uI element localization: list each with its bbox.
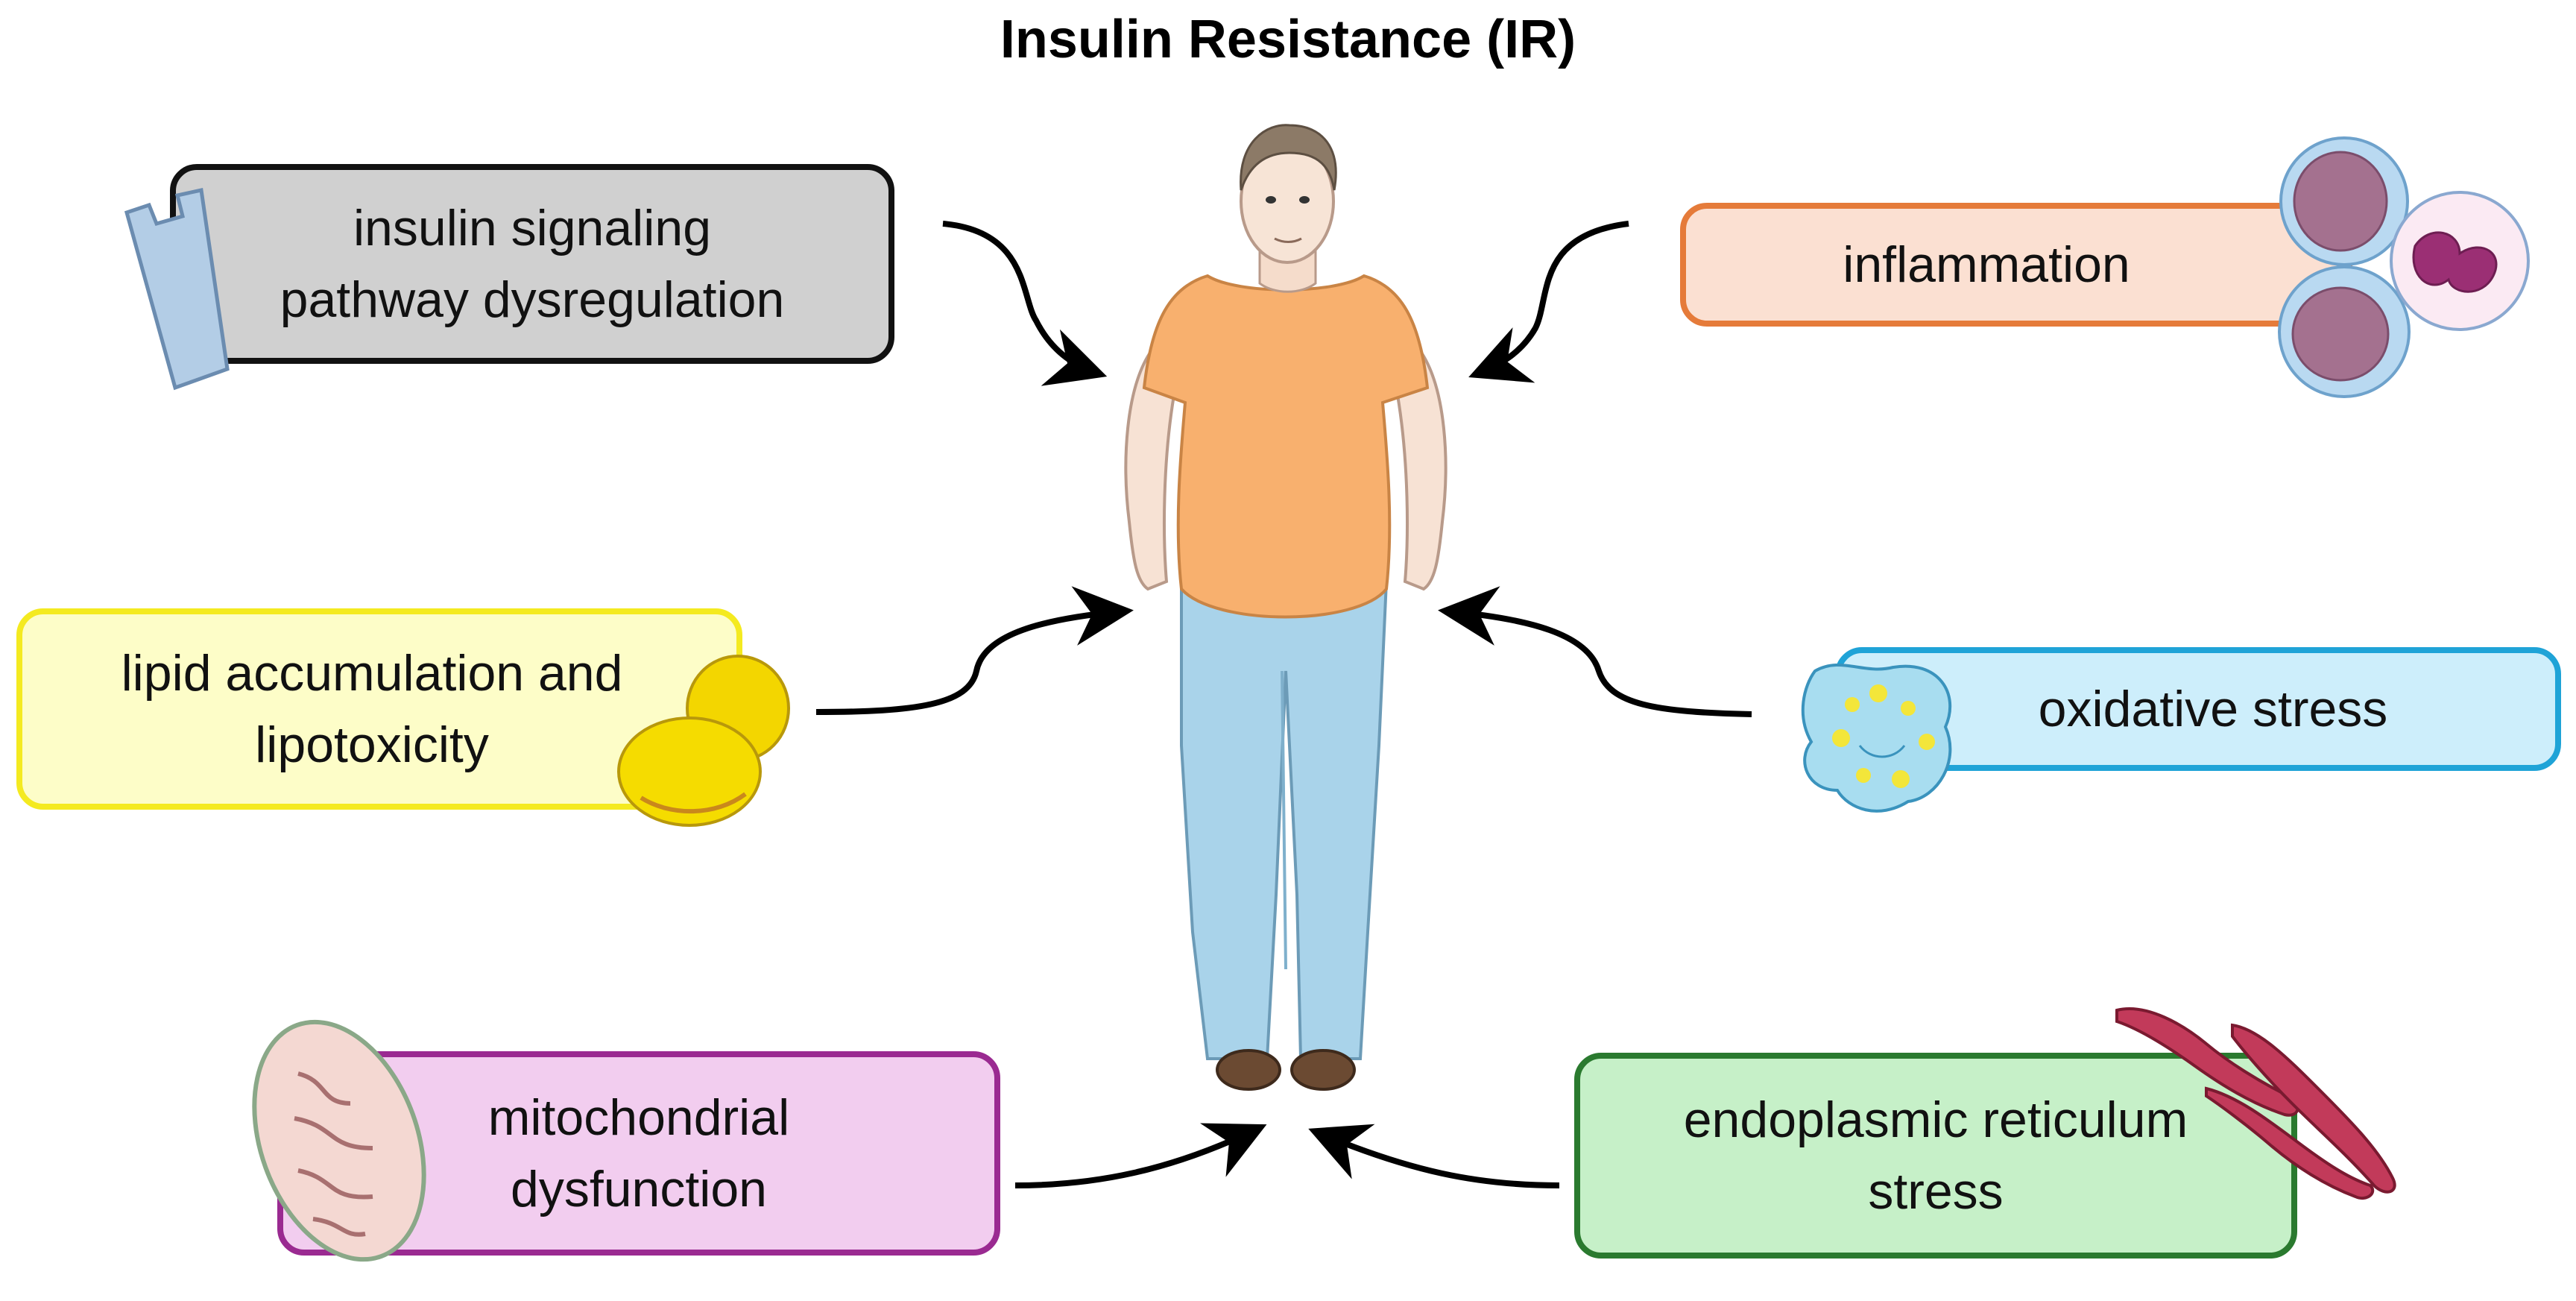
- arrow-mito: [1014, 1123, 1267, 1188]
- factor-label-line1: endoplasmic reticulum: [1683, 1091, 2188, 1148]
- factor-label-line1: lipid accumulation and: [121, 645, 623, 702]
- overweight-person-icon: [1124, 124, 1448, 1091]
- factor-box-oxidative-stress: oxidative stress: [1835, 647, 2561, 771]
- factor-label-line2: stress: [1868, 1163, 2004, 1220]
- lipid-droplet-icon: [617, 655, 790, 827]
- factor-label-line2: pathway dysregulation: [280, 271, 785, 328]
- factor-label-line1: insulin signaling: [353, 200, 712, 256]
- arrow-insulin: [942, 221, 1108, 386]
- factor-box-insulin-signaling: insulin signaling pathway dysregulation: [170, 164, 894, 364]
- factor-box-inflammation: inflammation: [1680, 203, 2352, 327]
- arrows: [815, 221, 1752, 1188]
- factor-box-lipid-accumulation: lipid accumulation and lipotoxicity: [16, 608, 742, 810]
- factor-label-line2: dysfunction: [511, 1161, 767, 1217]
- immune-cells-icon: [2278, 136, 2530, 398]
- factor-label-line2: lipotoxicity: [255, 716, 489, 773]
- arrow-oxidative: [1438, 586, 1752, 717]
- receptor-icon: [124, 187, 230, 391]
- factor-box-er-stress: endoplasmic reticulum stress: [1574, 1053, 2297, 1259]
- mitochondrion-icon: [252, 1019, 426, 1262]
- page-title: Insulin Resistance (IR): [1000, 10, 1576, 69]
- arrow-lipid: [815, 586, 1134, 715]
- arrow-inflammation: [1468, 221, 1629, 383]
- factor-label-line1: inflammation: [1843, 236, 2130, 293]
- arrow-er: [1308, 1124, 1560, 1188]
- ros-cell-icon: [1801, 664, 1952, 813]
- endoplasmic-reticulum-icon: [2115, 1007, 2396, 1200]
- factor-label-line1: mitochondrial: [487, 1089, 790, 1146]
- factor-label-line1: oxidative stress: [2038, 681, 2388, 737]
